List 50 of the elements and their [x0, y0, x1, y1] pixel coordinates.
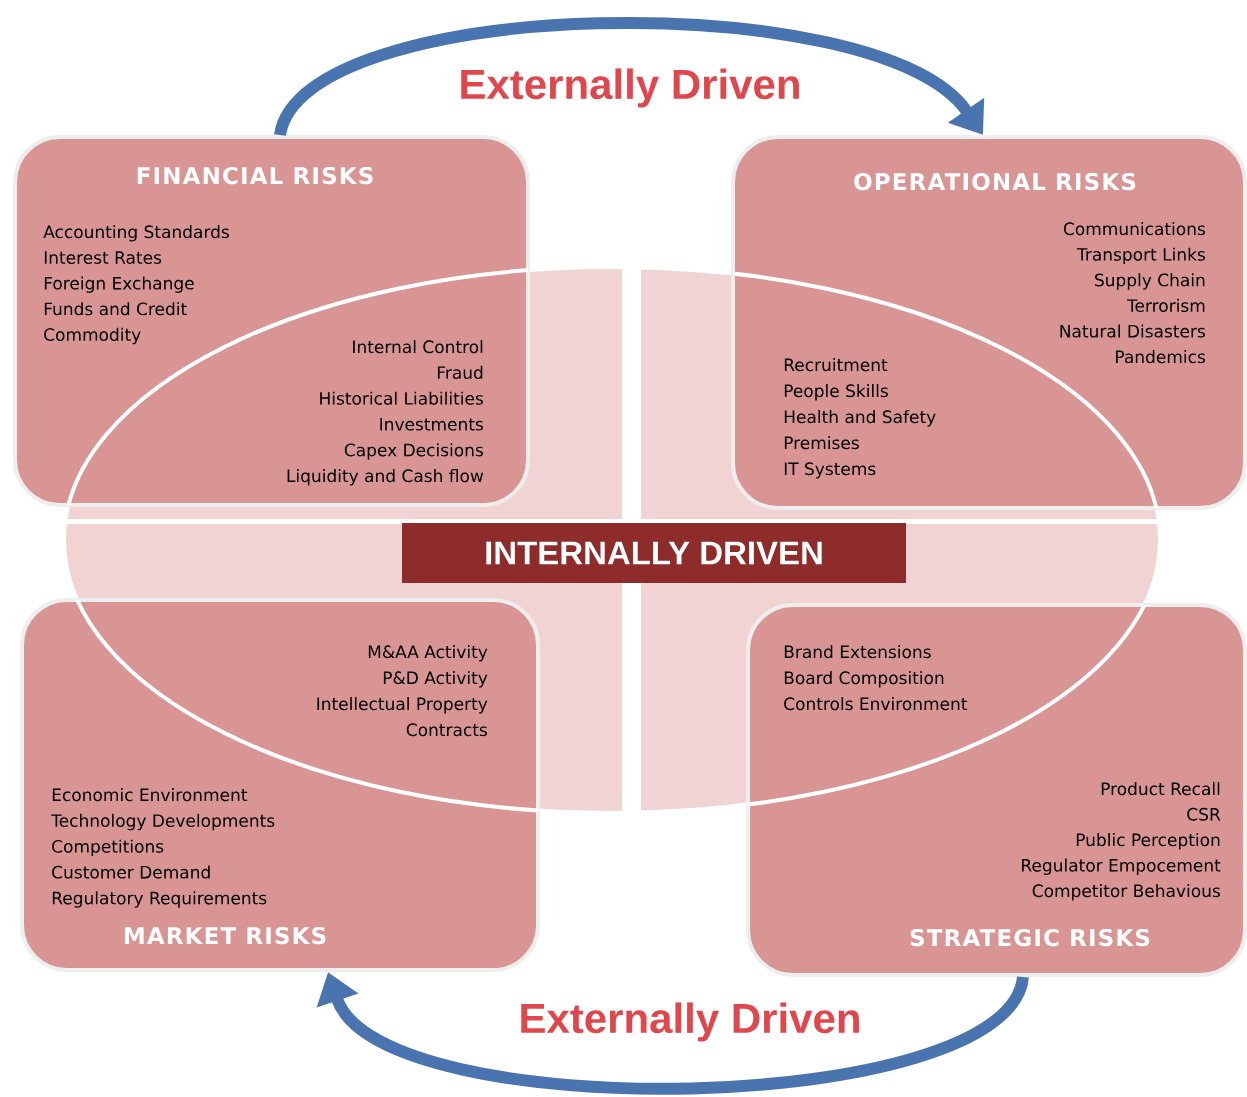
list-item: Customer Demand — [52, 865, 210, 879]
list-item: Brand Extensions — [784, 645, 931, 659]
list-item: P&D Activity — [383, 671, 488, 688]
card-heading: MARKET RISKS — [124, 926, 326, 945]
list-item: Competitions — [52, 839, 164, 857]
risk-card — [731, 135, 1247, 510]
list-item: Pandemics — [1116, 350, 1205, 364]
list-item: Liquidity and Cash flow — [287, 469, 484, 486]
risk-card — [13, 135, 530, 507]
list-item: Controls Environment — [784, 697, 968, 711]
card-heading: OPERATIONAL RISKS — [854, 172, 1136, 191]
list-item: Historical Liabilities — [320, 391, 483, 405]
list-item: Intellectual Property — [317, 697, 488, 714]
list-item: Foreign Exchange — [44, 276, 194, 293]
list-item: Natural Disasters — [1060, 324, 1205, 338]
list-item: Economic Environment — [52, 788, 248, 802]
list-item: Board Composition — [784, 671, 944, 688]
list-item: Contracts — [406, 723, 487, 737]
list-item: Premises — [784, 436, 859, 450]
list-item: Investments — [380, 418, 483, 431]
risk-card — [20, 598, 540, 972]
list-item: Terrorism — [1126, 298, 1205, 312]
list-item: Fraud — [437, 365, 483, 379]
list-item: Interest Rates — [44, 251, 162, 264]
list-item: Funds and Credit — [44, 302, 187, 316]
list-item: Internal Control — [353, 340, 483, 354]
edge-label: Externally Driven — [516, 1000, 864, 1044]
list-item: Public Perception — [1076, 833, 1220, 850]
list-item: Supply Chain — [1095, 273, 1205, 290]
list-item: IT Systems — [784, 462, 876, 479]
card-heading: STRATEGIC RISKS — [910, 928, 1150, 947]
risk-card — [746, 603, 1247, 977]
list-item: Regulator Empocement — [1022, 858, 1221, 875]
list-item: Communications — [1063, 222, 1205, 236]
list-item: Product Recall — [1101, 782, 1220, 796]
list-item: CSR — [1187, 807, 1221, 821]
list-item: Technology Developments — [51, 813, 275, 831]
list-item: Competitor Behavious — [1032, 884, 1220, 901]
list-item: Accounting Standards — [43, 225, 229, 242]
card-heading: FINANCIAL RISKS — [137, 166, 373, 185]
list-item: Commodity — [44, 327, 141, 345]
list-item: Regulatory Requirements — [52, 891, 267, 908]
curved-arrow — [274, 17, 985, 138]
list-item: M&AA Activity — [368, 645, 488, 662]
list-item: Recruitment — [784, 358, 888, 372]
list-item: Capex Decisions — [344, 443, 483, 460]
list-item: People Skills — [784, 384, 888, 401]
edge-label: Externally Driven — [456, 66, 804, 110]
list-item: Health and Safety — [784, 410, 936, 427]
list-item: Transport Links — [1076, 247, 1205, 265]
